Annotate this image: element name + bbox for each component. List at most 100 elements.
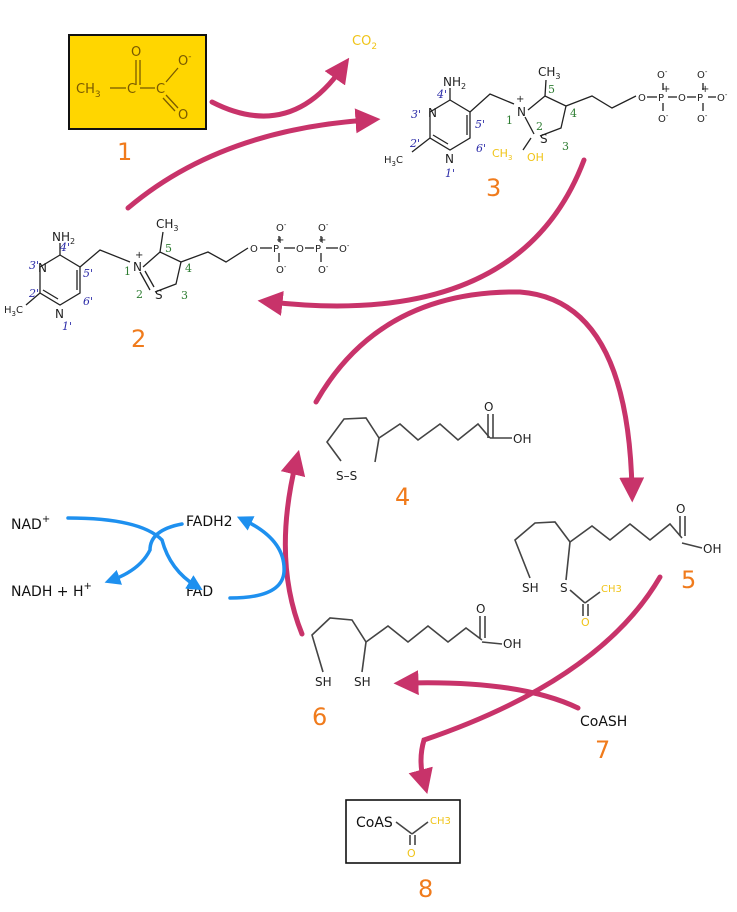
svg-text:O-: O- xyxy=(339,242,350,255)
number-8: 8 xyxy=(418,875,433,903)
acetyl-coa-box xyxy=(345,799,461,864)
svg-text:S: S xyxy=(560,581,568,595)
svg-text:OH: OH xyxy=(527,151,544,164)
svg-text:CH3: CH3 xyxy=(156,217,179,233)
svg-text:O: O xyxy=(178,108,188,123)
acetyl-transfer-arrow xyxy=(313,289,645,503)
svg-text:N: N xyxy=(517,105,526,119)
svg-text:O: O xyxy=(476,602,485,616)
svg-text:CH3: CH3 xyxy=(538,65,561,81)
tpp-molecule: NH2 N N H3C 3' 4' 2' 5' 1' 6' N + 1 S 2 … xyxy=(4,217,350,333)
dihydrolipoamide-molecule: SH SH O OH xyxy=(311,602,521,689)
svg-text:C: C xyxy=(156,82,165,97)
svg-text:5: 5 xyxy=(548,83,555,96)
svg-text:+: + xyxy=(662,84,670,95)
co2-label: CO2 xyxy=(352,34,377,52)
svg-text:N: N xyxy=(445,152,454,166)
svg-text:O-: O- xyxy=(318,221,329,234)
svg-text:O: O xyxy=(250,244,258,255)
svg-text:O: O xyxy=(638,93,646,104)
svg-text:N: N xyxy=(428,106,437,120)
svg-text:CH3: CH3 xyxy=(430,816,451,827)
number-1: 1 xyxy=(117,138,132,166)
svg-text:O: O xyxy=(296,244,304,255)
svg-text:3': 3' xyxy=(29,259,39,272)
svg-text:5: 5 xyxy=(165,242,172,255)
decarboxylation-arrow xyxy=(209,57,350,119)
number-2: 2 xyxy=(131,325,146,353)
svg-text:O: O xyxy=(581,616,590,629)
coash-to-dihydrolipoamide-arrow xyxy=(393,670,581,711)
lipoamide-reoxidation-arrow xyxy=(280,449,306,637)
svg-text:2': 2' xyxy=(28,287,39,300)
svg-text:CH3: CH3 xyxy=(601,584,622,595)
svg-text:P: P xyxy=(697,93,703,104)
acetyl-coa-formation-arrow xyxy=(408,574,663,795)
svg-text:1': 1' xyxy=(62,320,72,333)
hydroxyethyl-tpp-molecule: NH2 N N H3C 3' 4' 2' 5' 1' 6' N + 1 S 2 … xyxy=(384,65,728,180)
number-5: 5 xyxy=(681,566,696,594)
tpp-nh2: NH2 xyxy=(52,230,75,246)
svg-text:P: P xyxy=(273,244,279,255)
acetyl-dihydrolipoamide-molecule: SH S O OH CH3 O xyxy=(514,502,721,629)
svg-text:SH: SH xyxy=(522,581,539,595)
svg-text:O-: O- xyxy=(697,112,708,125)
svg-text:4': 4' xyxy=(59,241,70,254)
coash-label: CoASH xyxy=(580,714,627,730)
tpp-regeneration-arrow xyxy=(257,157,587,316)
svg-text:4': 4' xyxy=(436,88,447,101)
number-4: 4 xyxy=(395,483,410,511)
svg-text:S: S xyxy=(155,288,163,302)
lipoamide-molecule: S–S O OH xyxy=(326,400,531,483)
svg-text:CH3: CH3 xyxy=(492,147,512,162)
svg-text:+: + xyxy=(135,250,143,261)
acetyl-coa-molecule: CoAS CH3 O xyxy=(345,799,461,864)
svg-text:S: S xyxy=(540,132,548,146)
svg-text:OH: OH xyxy=(513,432,531,446)
svg-text:O-: O- xyxy=(178,52,191,69)
svg-text:O: O xyxy=(131,45,141,60)
svg-text:+: + xyxy=(276,235,284,246)
svg-text:O-: O- xyxy=(658,112,669,125)
svg-text:O-: O- xyxy=(276,221,287,234)
svg-text:+: + xyxy=(318,235,326,246)
svg-text:O-: O- xyxy=(318,263,329,276)
svg-text:+: + xyxy=(516,94,524,105)
svg-text:N: N xyxy=(133,260,142,274)
fad-reduction-arrow xyxy=(228,516,286,600)
svg-text:H3C: H3C xyxy=(4,305,23,318)
svg-text:6': 6' xyxy=(476,142,486,155)
svg-text:O: O xyxy=(484,400,493,414)
svg-text:P: P xyxy=(658,93,664,104)
svg-text:CH3: CH3 xyxy=(76,82,101,100)
svg-text:S–S: S–S xyxy=(336,469,357,483)
svg-text:OH: OH xyxy=(703,542,721,556)
svg-text:O: O xyxy=(678,93,686,104)
svg-text:OH: OH xyxy=(503,637,521,651)
fadh2-oxidation-arrow xyxy=(104,522,184,585)
svg-text:1': 1' xyxy=(445,167,455,180)
svg-text:1: 1 xyxy=(506,114,513,127)
number-6: 6 xyxy=(312,703,327,731)
svg-text:2: 2 xyxy=(536,120,543,133)
svg-text:O: O xyxy=(407,847,416,860)
svg-text:3: 3 xyxy=(562,140,569,153)
svg-text:N: N xyxy=(55,307,64,321)
svg-text:P: P xyxy=(315,244,321,255)
svg-text:3': 3' xyxy=(411,108,421,121)
svg-text:SH: SH xyxy=(354,675,371,689)
svg-text:O-: O- xyxy=(276,263,287,276)
svg-text:SH: SH xyxy=(315,675,332,689)
pathway-arrows xyxy=(125,57,663,795)
svg-text:CoAS: CoAS xyxy=(356,815,393,831)
svg-text:5': 5' xyxy=(83,267,93,280)
fad-label: FAD xyxy=(186,584,213,600)
tpp-to-hydroxyethyl-arrow xyxy=(125,108,381,211)
svg-text:H3C: H3C xyxy=(384,155,403,168)
svg-text:O: O xyxy=(676,502,685,516)
number-3: 3 xyxy=(486,174,501,202)
svg-text:+: + xyxy=(701,84,709,95)
nad-plus-label: NAD+ xyxy=(11,514,50,533)
svg-text:4: 4 xyxy=(185,262,192,275)
